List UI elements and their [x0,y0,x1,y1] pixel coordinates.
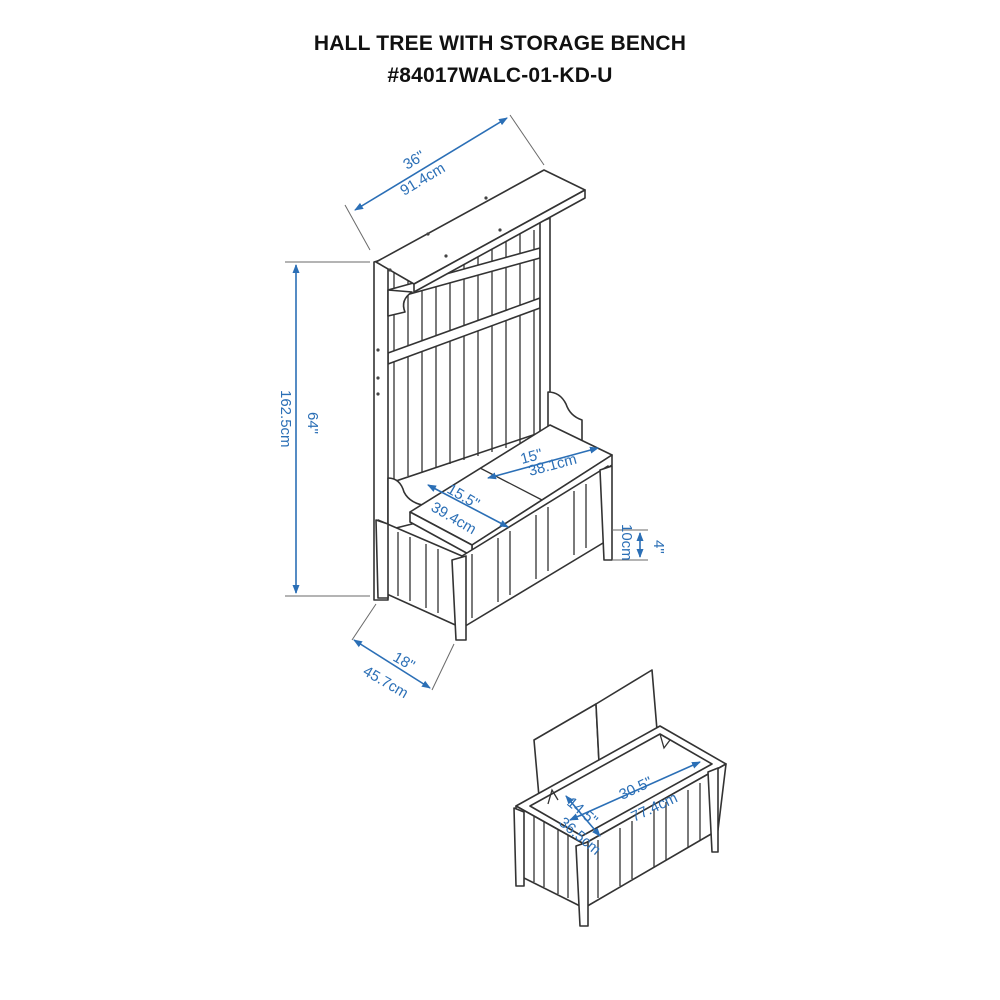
hinge-right [659,733,671,750]
open-bench-leg-front [575,841,589,927]
hall-tree-illustration [373,169,613,641]
right-lid-imperial: 15" [519,446,545,468]
open-bench-leg-back [513,807,525,887]
side-panel-grooves [397,532,439,613]
top-shelf-edge [413,189,586,293]
diagram-title: HALL TREE WITH STORAGE BENCH [313,32,687,55]
depth-dimension [353,639,431,689]
front-right-leg [599,465,613,561]
back-slats [393,230,535,480]
clearance-metric: 10cm [618,524,635,561]
width-dimension [354,117,508,211]
front-panel-grooves [471,484,587,618]
depth-imperial: 18" [390,649,418,675]
hook-bracket [387,289,413,317]
dimension-lines [285,114,648,691]
front-left-leg [451,555,467,641]
inner-depth-dimension [565,795,601,837]
right-lid-dimension [487,446,599,480]
open-bench-leg-right [707,767,719,853]
back-left-leg [375,519,389,599]
clearance-imperial: 4" [650,540,667,554]
height-metric: 162.5cm [277,390,294,448]
height-imperial: 64" [304,412,321,434]
left-lid-dimension [427,484,509,528]
model-number: #84017WALC-01-KD-U [387,64,613,87]
hinge-left [547,788,559,805]
